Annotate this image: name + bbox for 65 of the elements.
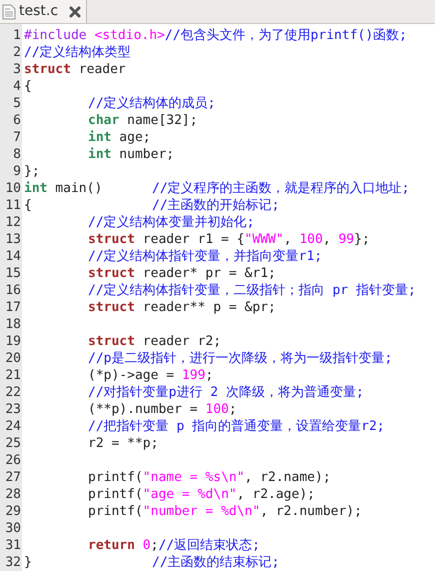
line-number: 21: [4, 367, 22, 384]
code-line: {: [24, 78, 32, 95]
line-number: 32: [4, 554, 22, 571]
code-line: }: [24, 554, 32, 571]
line-number: 5: [12, 95, 22, 112]
code-line: int age;: [88, 129, 151, 146]
line-number: 27: [4, 469, 22, 486]
code-comment: //主函数的开始标记;: [152, 197, 280, 214]
line-number: 6: [12, 112, 22, 129]
code-line: //把指针变量 p 指向的普通变量，设置给变量r2;: [88, 418, 385, 435]
code-line: struct reader** p = &pr;: [88, 299, 276, 316]
line-number: 12: [4, 214, 22, 231]
code-line: printf("age = %d\n", r2.age);: [88, 486, 315, 503]
code-line: #include <stdio.h>//包含头文件，为了使用printf()函数;: [24, 27, 407, 44]
code-line: struct reader* pr = &r1;: [88, 265, 276, 282]
line-number: 26: [4, 452, 22, 469]
line-number: 10: [4, 180, 22, 197]
line-number: 19: [4, 333, 22, 350]
code-line: return 0;//返回结束状态;: [88, 537, 260, 554]
line-number: 23: [4, 401, 22, 418]
code-line: };: [24, 163, 40, 180]
code-line: struct reader: [24, 61, 126, 78]
line-number: 22: [4, 384, 22, 401]
code-line: (*p)->age = 199;: [88, 367, 214, 384]
line-number: 4: [12, 78, 22, 95]
line-number: 25: [4, 435, 22, 452]
line-number: 29: [4, 503, 22, 520]
line-number: 18: [4, 316, 22, 333]
line-number: 3: [12, 61, 22, 78]
line-number: 24: [4, 418, 22, 435]
code-comment: //主函数的结束标记;: [152, 554, 280, 571]
code-line: //定义结构体指针变量，并指向变量r1;: [88, 248, 322, 265]
line-number: 7: [12, 129, 22, 146]
code-line: //p是二级指针，进行一次降级，将为一级指针变量;: [88, 350, 392, 367]
code-line: //定义结构体指针变量，二级指针；指向 pr 指针变量;: [88, 282, 416, 299]
code-line: struct reader r1 = {"WWW", 100, 99};: [88, 231, 370, 248]
line-number: 20: [4, 350, 22, 367]
line-number: 16: [4, 282, 22, 299]
line-number: 11: [4, 197, 22, 214]
line-number: 1: [12, 27, 22, 44]
line-number: 14: [4, 248, 22, 265]
code-line: printf("name = %s\n", r2.name);: [88, 469, 331, 486]
code-line: struct reader r2;: [88, 333, 222, 350]
code-line: int main(): [24, 180, 102, 197]
code-line: r2 = **p;: [88, 435, 158, 452]
line-number: 13: [4, 231, 22, 248]
code-line: int number;: [88, 146, 174, 163]
code-line: printf("number = %d\n", r2.number);: [88, 503, 362, 520]
tab-title: test.c: [19, 2, 58, 21]
code-line: //对指针变量p进行 2 次降级，将为普通变量;: [88, 384, 364, 401]
line-number: 17: [4, 299, 22, 316]
line-number: 30: [4, 520, 22, 537]
line-number: 31: [4, 537, 22, 554]
code-line: (**p).number = 100;: [88, 401, 237, 418]
code-line: //定义结构体变量并初始化;: [88, 214, 254, 231]
line-number: 9: [12, 163, 22, 180]
code-line: //定义结构体类型: [24, 44, 131, 61]
code-line: char name[32];: [88, 112, 198, 129]
line-number: 8: [12, 146, 22, 163]
code-comment: //定义程序的主函数，就是程序的入口地址;: [152, 180, 410, 197]
code-line: {: [24, 197, 32, 214]
code-line: //定义结构体的成员;: [88, 95, 216, 112]
line-number: 2: [12, 44, 22, 61]
line-number: 28: [4, 486, 22, 503]
line-number: 15: [4, 265, 22, 282]
